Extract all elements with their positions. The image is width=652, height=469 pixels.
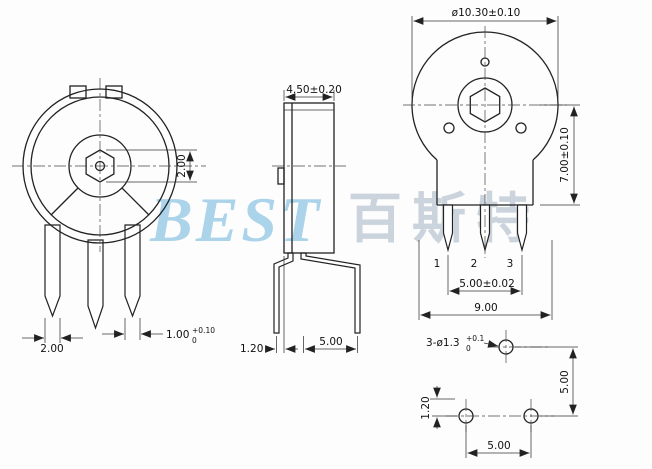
front-view-pin-middle: [87, 239, 104, 330]
dim-overall-width-label: 9.00: [474, 302, 497, 314]
dim-footprint-pitch-label: 5.00: [487, 440, 510, 452]
dimension-diameter: ø10.30±0.10: [411, 7, 559, 98]
dim-pin-width-tol-plus: +0.10: [192, 326, 215, 335]
front-view-top-tab-left: [69, 85, 87, 99]
dim-pin-offset-label: 2.00: [40, 343, 63, 355]
dim-edge-offset-label: 1.20: [420, 396, 432, 419]
dimension-overall-width: 9.00: [418, 240, 553, 320]
front-view-rotor-stop-left: [50, 187, 79, 216]
dimension-pin-offset-2mm: 2.00: [22, 318, 83, 355]
watermark-brand-text: BEST: [149, 184, 322, 255]
dim-depth-label: 4.50±0.20: [286, 84, 342, 96]
dim-pin-width-tol-minus: 0: [192, 336, 197, 345]
main-view-pin-3: [516, 204, 528, 253]
main-view: 1 2 3 ø10.30±0.10 7.00±0.10 5.00±0.02: [403, 7, 580, 320]
dimension-row-offset: 5.00: [515, 346, 578, 417]
footprint-view: 3-ø1.3 +0.1 0 5.00 1.20 5.00: [420, 330, 578, 458]
side-view-front-pin-bent: [273, 252, 294, 334]
dim-bend-run-label: 5.00: [319, 336, 342, 348]
hole-callout-tol-minus: 0: [466, 344, 471, 353]
front-view-hex-socket: [85, 149, 115, 183]
main-view-rivet-left: [443, 122, 455, 134]
dimension-pin-pitch: 5.00±0.02: [447, 255, 523, 295]
dimension-pin-width-1mm: 1.00 +0.10 0: [102, 318, 215, 345]
footprint-hole-callout: 3-ø1.3 +0.1 0: [426, 334, 499, 353]
main-view-pin-1: [442, 204, 454, 253]
dim-pin-pitch-label: 5.00±0.02: [459, 278, 515, 290]
side-view: 4.50±0.20 1.20 5.00: [240, 84, 361, 355]
dim-height-label: 7.00±0.10: [559, 127, 571, 183]
dimension-bend-run: 5.00: [303, 336, 358, 353]
hole-callout-label: 3-ø1.3: [426, 337, 460, 349]
dim-front-offset-label: 1.20: [240, 343, 263, 355]
watermark: BEST 百斯特: [149, 184, 540, 255]
dimension-front-offset: 1.20: [240, 256, 298, 355]
dim-pin-width-label: 1.00: [166, 329, 189, 341]
front-view-pin-right: [124, 224, 141, 318]
dim-row-offset-label: 5.00: [559, 370, 571, 393]
dimension-footprint-pitch: 5.00: [465, 425, 532, 458]
dim-hex-2mm-label: 2.00: [176, 154, 188, 177]
pin-3-label: 3: [507, 258, 514, 270]
hole-callout-tol-plus: +0.1: [466, 334, 484, 343]
watermark-cjk-text: 百斯特: [348, 187, 540, 250]
side-view-side-tab: [277, 167, 285, 185]
front-view-rotor-stop-right: [121, 187, 150, 216]
pin-1-label: 1: [434, 258, 441, 270]
pin-2-label: 2: [471, 258, 478, 270]
dimension-height: 7.00±0.10: [540, 104, 580, 206]
dim-diameter-label: ø10.30±0.10: [452, 7, 521, 19]
front-view: 2.00 2.00 1.00 +0.10 0: [12, 78, 215, 355]
dimension-edge-offset: 1.20: [420, 386, 457, 429]
dimension-hex-2mm: 2.00: [106, 149, 197, 183]
front-view-pin-left: [44, 224, 61, 318]
dimension-depth: 4.50±0.20: [283, 84, 342, 101]
main-view-rivet-right: [515, 122, 527, 134]
main-view-pin-2: [479, 204, 491, 253]
side-view-rear-pin-bent: [300, 252, 361, 334]
